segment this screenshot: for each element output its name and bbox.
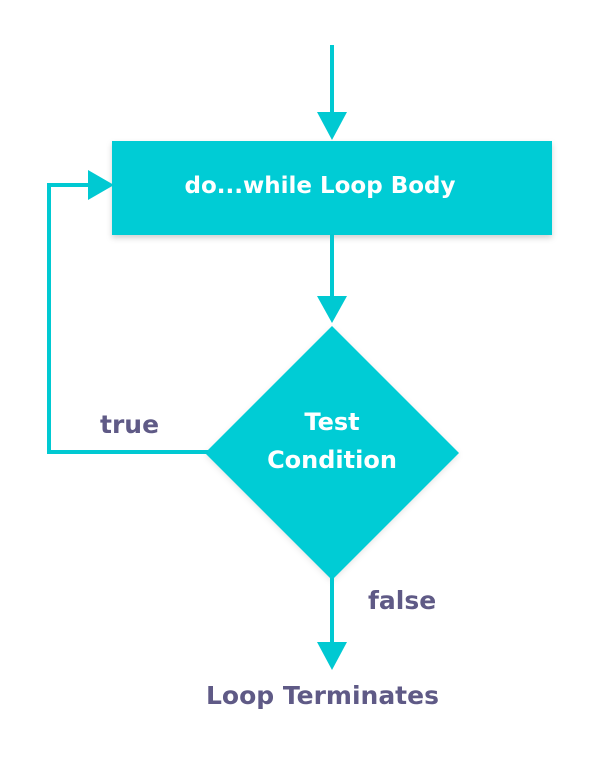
true-loop-back-line [47, 183, 208, 454]
false-exit-arrowhead [317, 642, 347, 670]
test-condition-label: Test Condition [232, 403, 432, 479]
entry-arrowhead [317, 112, 347, 140]
loop-body-box [112, 141, 552, 235]
test-condition-diamond [205, 326, 459, 580]
test-condition-line1: Test [304, 408, 360, 436]
true-loop-back-arrowhead [88, 170, 114, 200]
true-branch-label: true [100, 410, 160, 439]
body-to-condition-arrowhead [317, 296, 347, 323]
loop-body-label: do...while Loop Body [184, 173, 456, 199]
loop-terminates-label: Loop Terminates [206, 681, 439, 710]
test-condition-line2: Condition [267, 446, 397, 474]
false-branch-label: false [368, 586, 437, 615]
